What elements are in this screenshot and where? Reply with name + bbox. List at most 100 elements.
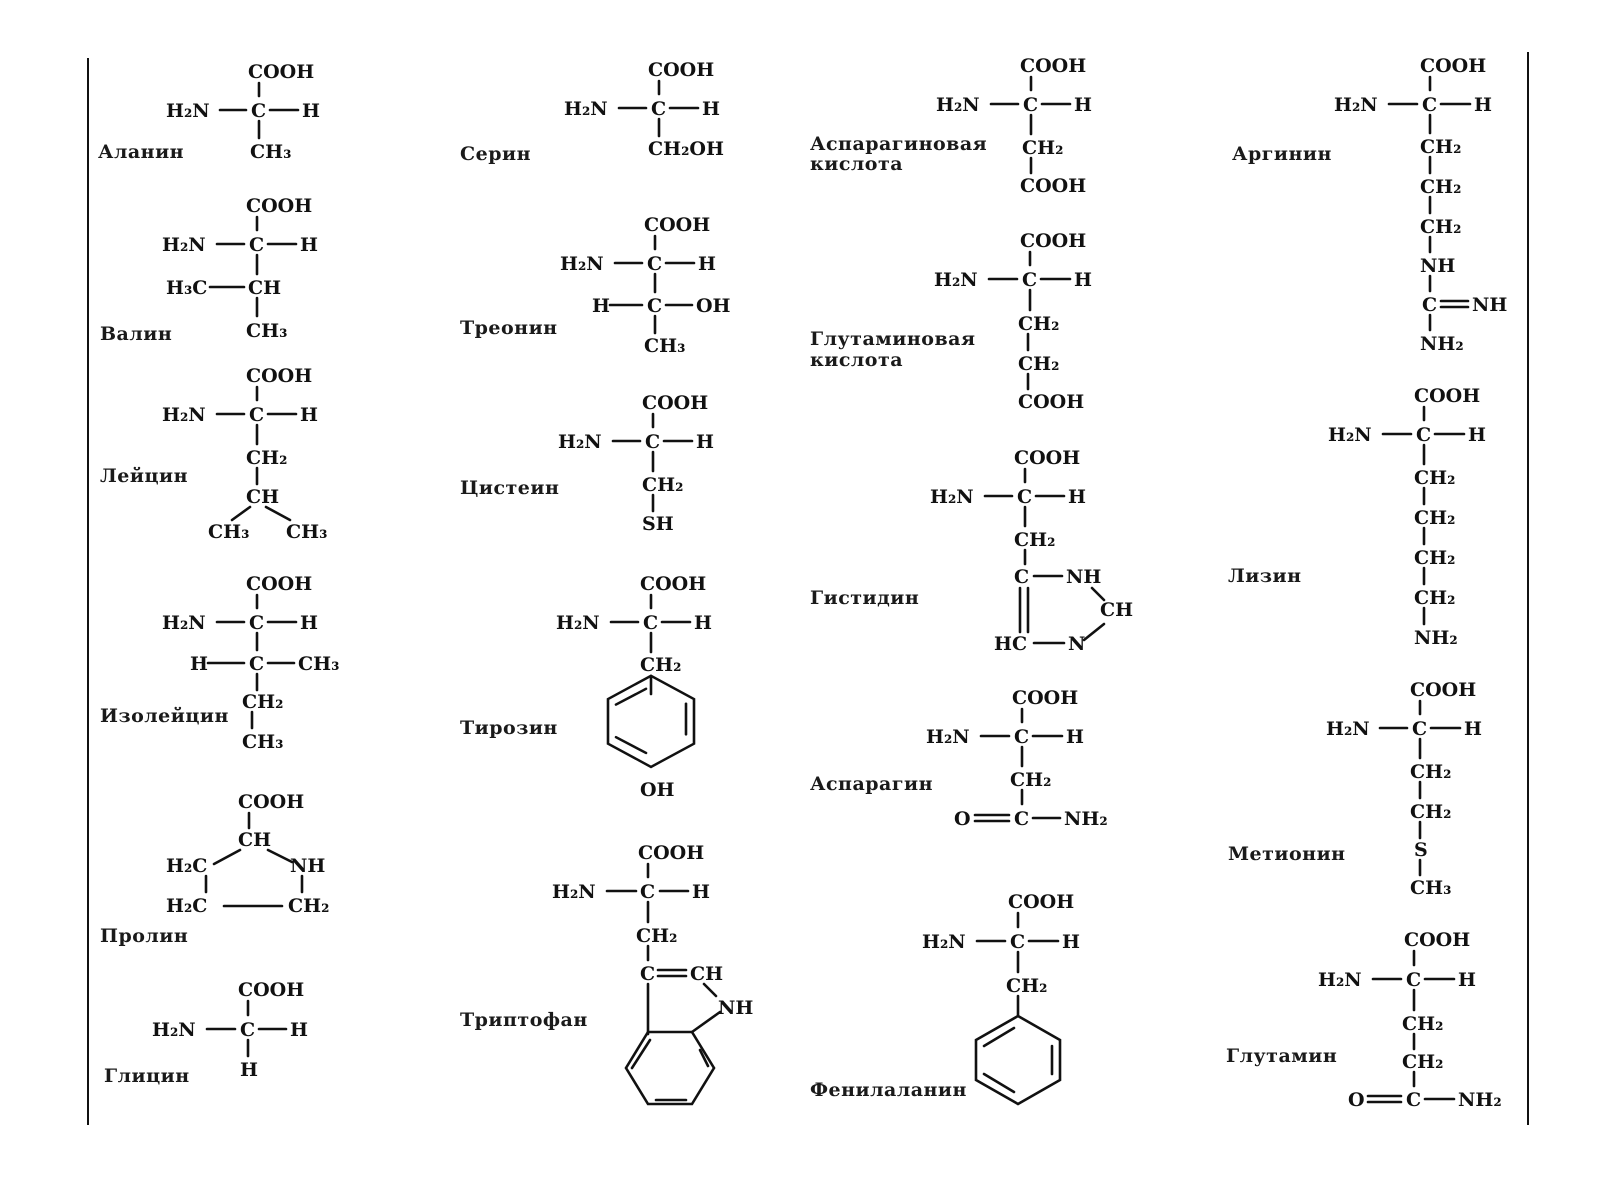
alanine-ch3: CH₃ — [250, 141, 291, 163]
glycine-alpha-c: C — [240, 1019, 255, 1041]
tryptophan-cooh: COOH — [638, 842, 704, 864]
serine-structure: Серин COOH H₂N C H CH₂OH — [460, 59, 724, 165]
glutamine-amide-c: C — [1406, 1089, 1421, 1111]
tyrosine-name: Тирозин — [460, 717, 558, 739]
isoleucine-alpha-c: C — [249, 612, 264, 634]
glutamic-acid-h2n: H₂N — [934, 269, 978, 291]
histidine-ring-n: N — [1068, 633, 1085, 655]
serine-bonds — [617, 79, 700, 138]
histidine-h: H — [1068, 486, 1086, 508]
threonine-oh: OH — [696, 295, 731, 317]
leucine-ch3-a: CH₃ — [208, 521, 249, 543]
arginine-bonds — [1387, 75, 1472, 332]
methionine-structure: Метионин COOH H₂N C H CH₂ CH₂ S CH₃ — [1228, 679, 1482, 899]
glutamine-nh2: NH₂ — [1458, 1089, 1502, 1111]
aspartic-acid-cooh: COOH — [1020, 55, 1086, 77]
serine-name: Серин — [460, 143, 531, 165]
glutamine-cooh: COOH — [1404, 929, 1470, 951]
tryptophan-ring-nh: NH — [718, 997, 753, 1019]
isoleucine-ch3: CH₃ — [242, 731, 283, 753]
lysine-ch2-c: CH₂ — [1414, 547, 1455, 569]
valine-name: Валин — [100, 323, 172, 345]
asparagine-cooh: COOH — [1012, 687, 1078, 709]
asparagine-alpha-c: C — [1014, 726, 1029, 748]
phenylalanine-name: Фенилаланин — [810, 1079, 967, 1101]
tyrosine-alpha-c: C — [643, 612, 658, 634]
threonine-beta-h: H — [592, 295, 610, 317]
serine-alpha-c: C — [651, 98, 666, 120]
arginine-nh2: NH₂ — [1420, 333, 1464, 355]
threonine-structure: Треонин COOH H₂N C H H C OH CH₃ — [460, 214, 731, 357]
aspartic-acid-name-line1: Аспарагиновая — [810, 133, 987, 155]
cysteine-bonds — [611, 412, 694, 513]
proline-h2c-upper: H₂C — [166, 855, 207, 877]
arginine-guanidine-c: C — [1422, 294, 1437, 316]
tryptophan-ring-extra-bonds — [630, 1010, 722, 1102]
valine-alpha-c: C — [249, 234, 264, 256]
alanine-bonds — [218, 81, 300, 140]
lysine-alpha-c: C — [1416, 424, 1431, 446]
glycine-cooh: COOH — [238, 979, 304, 1001]
tryptophan-alpha-c: C — [640, 881, 655, 903]
methionine-ch2-b: CH₂ — [1410, 801, 1451, 823]
aspartic-acid-h2n: H₂N — [936, 94, 980, 116]
glycine-name: Глицин — [104, 1065, 190, 1087]
arginine-h: H — [1474, 94, 1492, 116]
cysteine-alpha-c: C — [645, 431, 660, 453]
lysine-bonds — [1381, 405, 1466, 626]
arginine-ch2-a: CH₂ — [1420, 136, 1461, 158]
tryptophan-structure: Триптофан COOH H₂N C H CH₂ C CH NH — [460, 842, 753, 1106]
cysteine-name: Цистеин — [460, 477, 559, 499]
arginine-structure: Аргинин COOH H₂N C H CH₂ CH₂ CH₂ NH C NH… — [1232, 55, 1507, 355]
histidine-structure: Гистидин COOH H₂N C H CH₂ C NH CH HC N — [810, 447, 1133, 655]
glutamic-acid-cooh: COOH — [1020, 230, 1086, 252]
phenylalanine-alpha-c: C — [1010, 931, 1025, 953]
alanine-alpha-c: C — [251, 100, 266, 122]
asparagine-h: H — [1066, 726, 1084, 748]
tyrosine-benzene-ring — [606, 674, 696, 769]
proline-h2c-lower: H₂C — [166, 895, 207, 917]
tyrosine-h2n: H₂N — [556, 612, 600, 634]
lysine-ch2-b: CH₂ — [1414, 507, 1455, 529]
methionine-name: Метионин — [1228, 843, 1346, 865]
proline-structure: Пролин COOH CH H₂C NH H₂C CH₂ — [100, 791, 329, 947]
glutamic-acid-side-cooh: COOH — [1018, 391, 1084, 413]
glycine-h2n: H₂N — [152, 1019, 196, 1041]
phenylalanine-ch2: CH₂ — [1006, 975, 1047, 997]
arginine-cooh: COOH — [1420, 55, 1486, 77]
leucine-bonds — [215, 385, 298, 522]
asparagine-name: Аспарагин — [810, 773, 933, 795]
tryptophan-benzene-ring — [624, 1030, 716, 1106]
leucine-structure: Лейцин COOH H₂N C H CH₂ CH CH₃ CH₃ — [100, 365, 327, 543]
valine-bonds — [208, 215, 298, 318]
proline-ch: CH — [238, 829, 271, 851]
arginine-h2n: H₂N — [1334, 94, 1378, 116]
histidine-alpha-c: C — [1017, 486, 1032, 508]
asparagine-amide-c: C — [1014, 808, 1029, 830]
glycine-bonds — [205, 999, 288, 1058]
aspartic-acid-structure: Аспарагиновая кислота COOH H₂N C H CH₂ C… — [810, 55, 1092, 197]
lysine-name: Лизин — [1228, 565, 1302, 587]
methionine-ch2-a: CH₂ — [1410, 761, 1451, 783]
tyrosine-ring-double-bonds — [614, 687, 688, 755]
asparagine-ch2: CH₂ — [1010, 769, 1051, 791]
histidine-ring-hc: HC — [994, 633, 1027, 655]
glutamic-acid-bonds — [987, 250, 1072, 391]
serine-cooh: COOH — [648, 59, 714, 81]
tyrosine-structure: Тирозин COOH H₂N C H CH₂ OH — [460, 573, 712, 801]
glutamine-h2n: H₂N — [1318, 969, 1362, 991]
cysteine-sh: SH — [642, 513, 674, 535]
leucine-name: Лейцин — [100, 465, 188, 487]
phenylalanine-ring-double-bonds — [982, 1026, 1054, 1094]
threonine-h2n: H₂N — [560, 253, 604, 275]
methionine-s: S — [1414, 839, 1428, 861]
aspartic-acid-name-line2: кислота — [810, 153, 903, 175]
lysine-h2n: H₂N — [1328, 424, 1372, 446]
aspartic-acid-side-cooh: COOH — [1020, 175, 1086, 197]
leucine-ch3-b: CH₃ — [286, 521, 327, 543]
glutamine-bonds — [1366, 949, 1456, 1104]
histidine-ring-nh: NH — [1066, 566, 1101, 588]
isoleucine-name: Изолейцин — [100, 705, 229, 727]
threonine-beta-c: C — [647, 295, 662, 317]
